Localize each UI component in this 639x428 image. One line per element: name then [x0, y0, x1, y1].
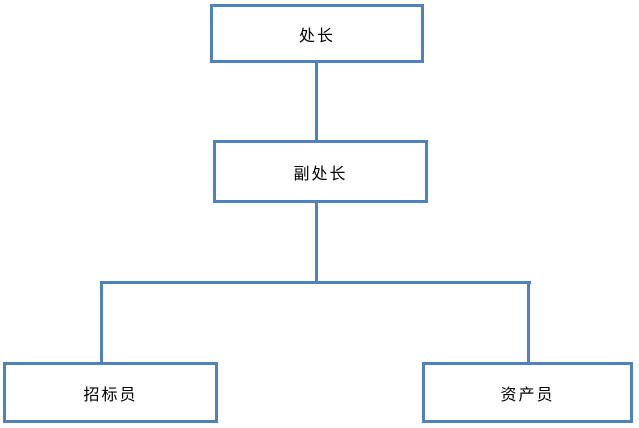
org-node-bidding-officer-label: 招标员	[83, 384, 138, 404]
connector-branch-to-bidding-officer	[100, 281, 103, 363]
org-node-director: 处长	[210, 4, 424, 63]
org-node-asset-officer: 资产员	[422, 362, 633, 423]
connector-director-to-deputy	[315, 62, 318, 141]
org-node-deputy-director: 副处长	[213, 140, 428, 203]
org-node-director-label: 处长	[298, 25, 335, 45]
connector-horizontal-branch	[100, 281, 531, 284]
connector-branch-to-asset-officer	[527, 281, 530, 363]
org-node-deputy-director-label: 副处长	[293, 163, 348, 183]
org-node-bidding-officer: 招标员	[3, 362, 218, 423]
org-node-asset-officer-label: 资产员	[500, 384, 555, 404]
connector-deputy-stem	[315, 202, 318, 283]
